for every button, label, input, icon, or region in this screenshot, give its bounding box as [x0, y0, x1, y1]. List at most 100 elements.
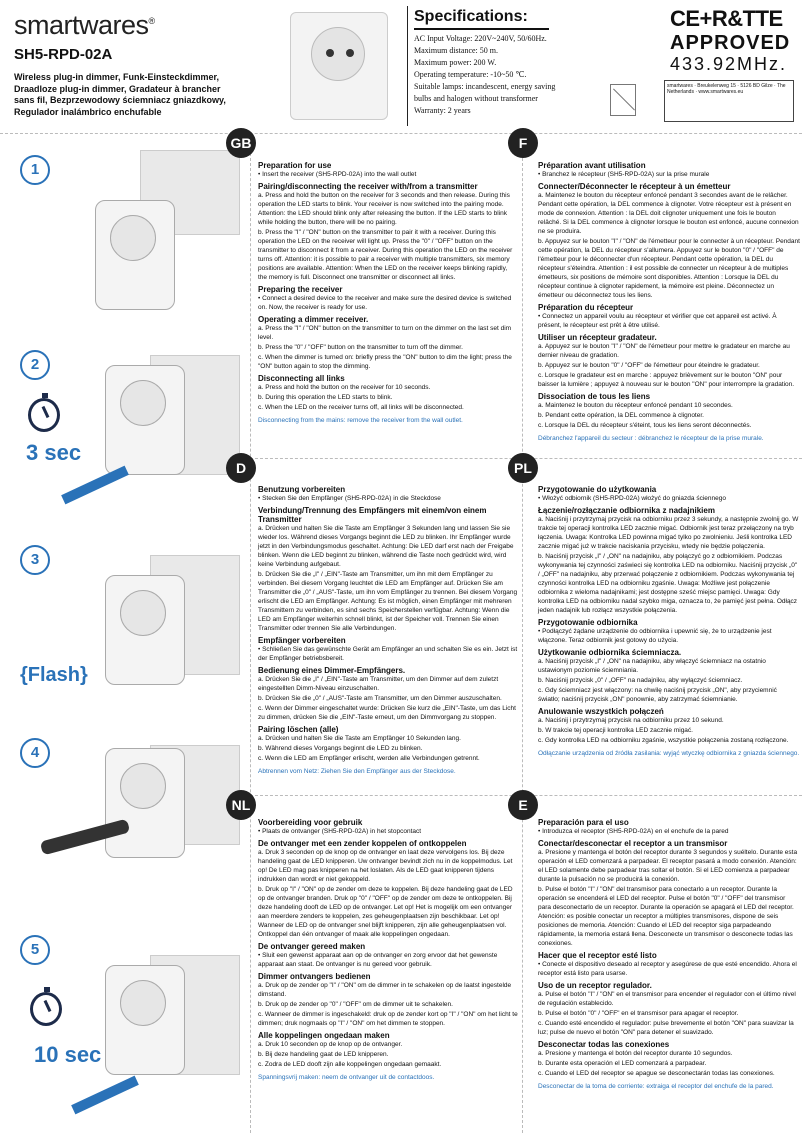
instruction: b. Press the "I" / "ON" button on the tr… — [258, 229, 513, 281]
stopwatch-icon — [30, 987, 62, 1026]
spec-line: Suitable lamps: incandescent, energy sav… — [414, 82, 556, 103]
instruction: a. Naciśnij i przytrzymaj przycisk na od… — [538, 516, 799, 550]
language-badge-es: E — [508, 790, 538, 820]
instruction: b. Bij deze handeling gaat de LED knippe… — [258, 1051, 389, 1058]
section-heading: De ontvanger gereed maken — [258, 942, 366, 951]
receiver-illustration — [105, 365, 185, 475]
step-number: 3 — [20, 545, 50, 575]
instruction: c. Lorsque la DEL du récepteur s'éteint,… — [538, 422, 752, 429]
section-heading: Voorbereiding voor gebruik — [258, 818, 363, 827]
instruction: c. Wenn der Dimmer eingeschaltet wurde: … — [258, 705, 516, 721]
instruction: • Podłączyć żądane urządzenie do odbiorn… — [538, 628, 772, 644]
section-heading: Preparing the receiver — [258, 285, 343, 294]
section-heading: Utiliser un récepteur gradateur. — [538, 333, 657, 342]
spec-line: Maximum distance: 50 m. — [414, 46, 498, 55]
section-heading: Préparation avant utilisation — [538, 161, 646, 170]
receiver-illustration — [95, 200, 175, 310]
mains-note: Spanningsvrij maken: neem de ontvanger u… — [258, 1074, 435, 1081]
receiver-illustration — [105, 748, 185, 858]
language-badge-gb: GB — [226, 128, 256, 158]
instruction: b. Pulse el botón "0" / "OFF" en el tran… — [538, 1010, 739, 1017]
instruction: b. Drücken Sie die „I" / „EIN"-Taste am … — [258, 571, 518, 632]
divider — [250, 138, 251, 1133]
duration-label: 10 sec — [34, 1042, 102, 1067]
section-heading: Łączenie/rozłączanie odbiornika z nadajn… — [538, 506, 715, 515]
section-heading: Preparación para el uso — [538, 818, 629, 827]
section-heading: Desconectar todas las conexiones — [538, 1040, 670, 1049]
instruction: b. Während dieses Vorgangs beginnt die L… — [258, 745, 423, 752]
section-heading: Benutzung vorbereiten — [258, 485, 346, 494]
frequency: 433.92MHz. — [670, 54, 788, 74]
instruction: b. Drücken Sie die „0" / „AUS"-Taste am … — [258, 695, 502, 702]
instruction: c. Wenn die LED am Empfänger erlischt, w… — [258, 755, 480, 762]
stopwatch-icon — [28, 393, 60, 432]
language-badge-fr: F — [508, 128, 538, 158]
instruction: • Schließen Sie das gewünschte Gerät am … — [258, 646, 518, 662]
instruction: b. Durante esta operación el LED comenza… — [538, 1060, 707, 1067]
product-image — [290, 12, 388, 120]
instruction: c. Cuando el LED del receptor se apague … — [538, 1070, 775, 1077]
instruction: a. Naciśnij przycisk „I" / „ON" na nadaj… — [538, 658, 766, 674]
instruction: • Włożyć odbiornik (SH5-RPD-02A) włożyć … — [538, 495, 726, 502]
section-fr: Préparation avant utilisation • Branchez… — [538, 158, 800, 444]
instruction: a. Press the "I" / "ON" button on the tr… — [258, 325, 512, 341]
section-heading: Empfänger vorbereiten — [258, 636, 346, 645]
instruction: c. When the LED on the receiver turns of… — [258, 404, 464, 411]
instruction: • Connect a desired device to the receiv… — [258, 295, 512, 311]
section-heading: Dimmer ontvangers bedienen — [258, 972, 371, 981]
section-heading: Disconnecting all links — [258, 374, 345, 383]
approved-mark: APPROVED — [670, 32, 791, 54]
spec-line: Operating temperature: -10~50 ℃. — [414, 70, 527, 79]
instruction: b. Druk op "I" / "ON" op de zender om de… — [258, 886, 513, 938]
rating-label: smartwares · Breukelenweg 15 · 5126 BD G… — [664, 80, 794, 122]
instruction: a. Druk op de zender op "I" / "ON" om de… — [258, 982, 512, 998]
instruction: • Connectez un appareil voulu au récepte… — [538, 313, 777, 329]
rating-label-text: smartwares · Breukelenweg 15 · 5126 BD G… — [667, 83, 786, 95]
instruction: a. Maintenez le bouton du récepteur enfo… — [538, 192, 799, 235]
instruction: a. Appuyez sur le bouton "I" / "ON" de l… — [538, 343, 790, 359]
section-gb: Preparation for use • Insert the receive… — [258, 158, 518, 426]
instruction: b. Pendant cette opération, la DEL comme… — [538, 412, 704, 419]
section-heading: Alle koppelingen ongedaan maken — [258, 1031, 390, 1040]
mains-note: Disconnecting from the mains: remove the… — [258, 417, 463, 424]
instruction: • Stecken Sie den Empfänger (SH5-RPD-02A… — [258, 495, 441, 502]
mains-note: Odłączanie urządzenia od źródła zasilani… — [538, 750, 800, 757]
instruction: b. Druk op de zender op "0" / "OFF" om d… — [258, 1001, 453, 1008]
step-number: 1 — [20, 155, 50, 185]
instruction: b. Appuyez sur le bouton "I" / "ON" de l… — [538, 238, 800, 299]
instruction: c. Zodra de LED dooft zijn alle koppelin… — [258, 1061, 442, 1068]
receiver-illustration — [105, 575, 185, 685]
instruction: • Plaats de ontvanger (SH5-RPD-02A) in h… — [258, 828, 422, 835]
instruction: a. Druk 10 seconden op de knop op de ont… — [258, 1041, 403, 1048]
instruction: c. Wanneer de dimmer is ingeschakeld: dr… — [258, 1011, 518, 1027]
instruction: b. Naciśnij przycisk „I" / „ON" na nadaj… — [538, 553, 798, 614]
language-badge-pl: PL — [508, 453, 538, 483]
section-heading: Operating a dimmer receiver. — [258, 315, 369, 324]
instruction: a. Maintenez le bouton du récepteur enfo… — [538, 402, 733, 409]
flash-label: {Flash} — [20, 664, 88, 686]
spec-title-underline — [414, 28, 549, 30]
spec-line: Warranty: 2 years — [414, 106, 471, 115]
weee-bin-icon — [610, 84, 636, 116]
section-nl: Voorbereiding voor gebruik • Plaats de o… — [258, 815, 518, 1083]
instruction: a. Press and hold the button on the rece… — [258, 192, 510, 226]
instruction: a. Drücken Sie die „I" / „EIN"-Taste am … — [258, 676, 499, 692]
mains-note: Débranchez l'appareil du secteur : débra… — [538, 435, 764, 442]
section-heading: Bedienung eines Dimmer-Empfängers. — [258, 666, 406, 675]
instruction: b. W trakcie tej operacji kontrolka LED … — [538, 727, 693, 734]
section-heading: Anulowanie wszystkich połączeń — [538, 707, 664, 716]
brand-logo: smartwares® — [14, 10, 155, 40]
step-number: 2 — [20, 350, 50, 380]
instruction: a. Drücken und halten Sie die Taste am E… — [258, 525, 514, 568]
language-badge-de: D — [226, 453, 256, 483]
instruction: b. Press the "0" / "OFF" button on the t… — [258, 344, 463, 351]
section-heading: Verbindung/Trennung des Empfängers mit e… — [258, 506, 487, 524]
section-es: Preparación para el uso • Introduzca el … — [538, 815, 800, 1092]
section-heading: Przygotowanie do użytkowania — [538, 485, 657, 494]
section-heading: Connecter/Déconnecter le récepteur à un … — [538, 182, 731, 191]
section-heading: Uso de un receptor regulador. — [538, 981, 652, 990]
instruction: c. Gdy kontrolka LED na odbiorniku zgaśn… — [538, 737, 789, 744]
instruction: c. Lorsque le gradateur est en marche : … — [538, 372, 795, 388]
instruction: a. Pulse el botón "I" / "ON" en el trans… — [538, 991, 796, 1007]
instruction: a. Drücken und halten Sie die Taste am E… — [258, 735, 461, 742]
